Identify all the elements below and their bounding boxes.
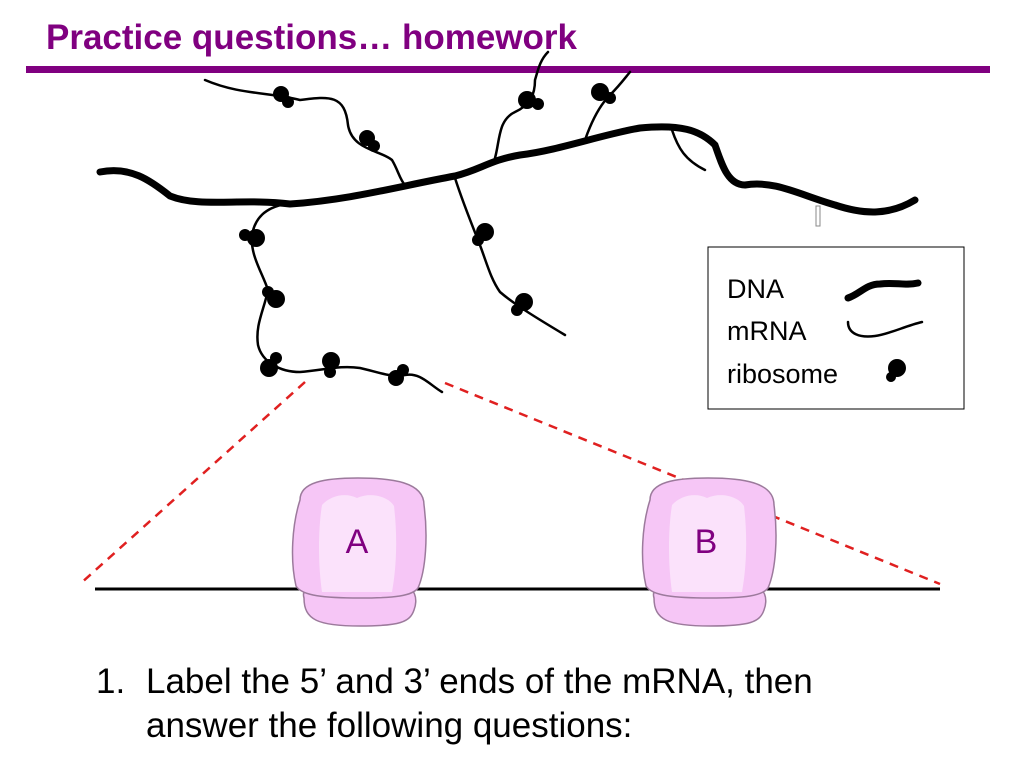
dna-strand xyxy=(96,123,919,216)
ribosome xyxy=(239,229,265,247)
ribosome-a: A xyxy=(291,477,427,627)
ribosome xyxy=(472,223,494,246)
question-1: 1. Label the 5’ and 3’ ends of the mRNA, … xyxy=(96,660,813,748)
legend-label-dna: DNA xyxy=(727,274,784,304)
legend-box xyxy=(707,246,965,410)
mrna-strand-icon xyxy=(846,320,924,338)
mrna-strand xyxy=(453,176,567,337)
question-number: 1. xyxy=(96,662,126,701)
question-line-1: 1. Label the 5’ and 3’ ends of the mRNA, … xyxy=(96,660,813,704)
ribosome xyxy=(511,293,533,316)
mrna-strand xyxy=(670,128,707,172)
mrna-strand xyxy=(203,78,407,187)
ribosome-b: B xyxy=(641,477,777,627)
legend-label-ribosome: ribosome xyxy=(727,359,838,389)
dna-strand-icon xyxy=(844,279,922,302)
ribosome xyxy=(322,352,340,378)
title-rule xyxy=(26,66,990,73)
ribosome xyxy=(262,286,285,308)
zoom-line-left xyxy=(79,381,306,585)
ribosome-a-highlight xyxy=(319,495,397,592)
question-text-line-2: answer the following questions: xyxy=(146,706,633,745)
ribosome xyxy=(591,83,616,104)
ribosome xyxy=(260,352,282,377)
question-text-line-1: Label the 5’ and 3’ ends of the mRNA, th… xyxy=(146,662,813,701)
ribosome xyxy=(518,91,544,110)
ribosome-icon xyxy=(886,359,906,382)
small-artifact-mark xyxy=(815,205,821,227)
ribosome-a-label: A xyxy=(346,523,369,561)
ribosome xyxy=(273,86,294,108)
ribosome xyxy=(388,364,409,386)
slide-title: Practice questions… homework xyxy=(46,18,577,57)
ribosome-b-label: B xyxy=(695,523,718,561)
ribosome xyxy=(359,130,380,152)
legend-label-mrna: mRNA xyxy=(727,316,807,346)
ribosome-b-highlight xyxy=(669,495,747,592)
